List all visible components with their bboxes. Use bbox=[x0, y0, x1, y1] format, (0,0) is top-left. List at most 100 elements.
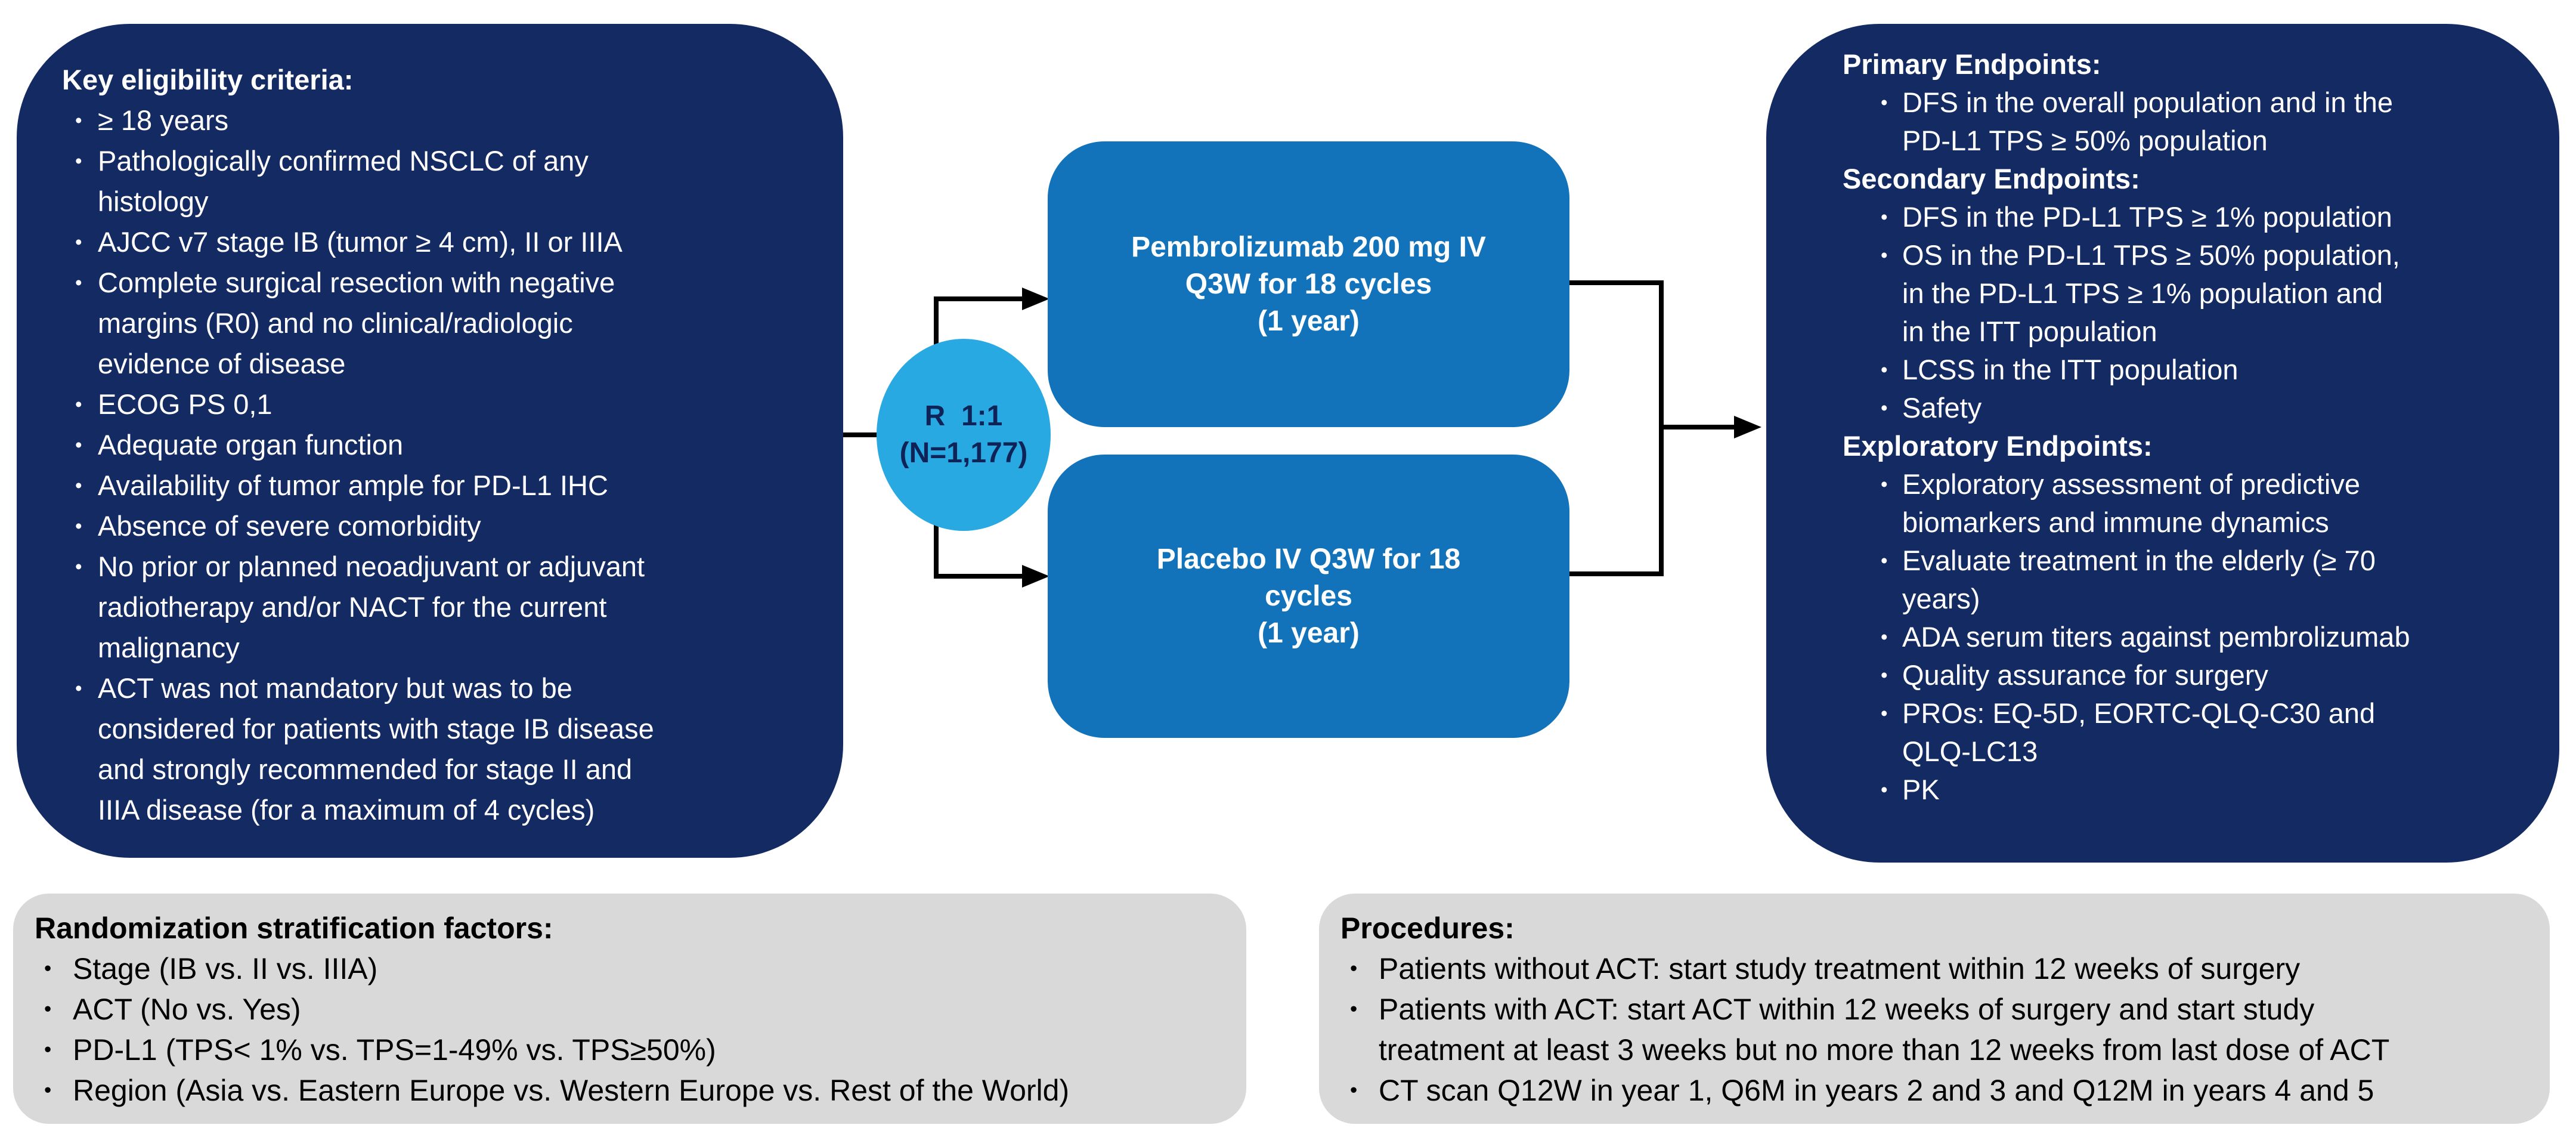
list-item-text: Absence of severe comorbidity bbox=[98, 510, 481, 542]
list-item: • OS in the PD-L1 TPS ≥ 50% population, i… bbox=[1881, 236, 2541, 351]
bullet-icon: • bbox=[75, 393, 82, 415]
list-item-text: No prior or planned neoadjuvant or adjuv… bbox=[98, 551, 645, 663]
list-item-text: Evaluate treatment in the elderly (≥ 70 … bbox=[1902, 545, 2376, 614]
list-item-text: Safety bbox=[1902, 392, 1982, 424]
bullet-icon: • bbox=[75, 555, 82, 577]
list-item-text: ≥ 18 years bbox=[98, 104, 229, 136]
list-item-text: Patients with ACT: start ACT within 12 w… bbox=[1379, 993, 2390, 1067]
list-item: • Pathologically confirmed NSCLC of any h… bbox=[75, 141, 819, 222]
list-item: • Quality assurance for surgery bbox=[1881, 656, 2541, 694]
list-item-text: ACT (No vs. Yes) bbox=[73, 993, 301, 1026]
list-item: • ACT (No vs. Yes) bbox=[44, 989, 1228, 1030]
bullet-icon: • bbox=[75, 434, 82, 456]
arm-placebo-label: Placebo IV Q3W for 18 cycles (1 year) bbox=[1156, 543, 1461, 649]
list-item: •PD-L1 (TPS< 1% vs. TPS=1-49% vs. TPS≥50… bbox=[44, 1030, 1228, 1070]
arm-pembrolizumab-label: Pembrolizumab 200 mg IV Q3W for 18 cycle… bbox=[1131, 231, 1486, 337]
list-item-text: Quality assurance for surgery bbox=[1902, 659, 2268, 691]
bullet-icon: • bbox=[44, 957, 52, 980]
randomization-circle: R 1:1 (N=1,177) bbox=[877, 339, 1051, 531]
list-item: •≥ 18 years bbox=[75, 100, 819, 141]
section-header: Primary Endpoints: bbox=[1843, 48, 2101, 80]
list-item: • Safety bbox=[1881, 389, 2541, 427]
procedures-box: Procedures: •Patients without ACT: start… bbox=[1319, 894, 2550, 1124]
stratification-list: •Stage (IB vs. II vs. IIIA)•ACT (No vs. … bbox=[35, 948, 1228, 1111]
list-item: • Region (Asia vs. Eastern Europe vs. Wes… bbox=[44, 1070, 1228, 1111]
stratification-title: Randomization stratification factors: bbox=[35, 911, 553, 945]
list-item-text: DFS in the PD-L1 TPS ≥ 1% population bbox=[1902, 201, 2392, 233]
list-item-text: Adequate organ function bbox=[98, 429, 404, 461]
list-item: • PROs: EQ-5D, EORTC-QLQ-C30 and QLQ-LC13 bbox=[1881, 694, 2541, 771]
list-item-text: Exploratory assessment of predictive bio… bbox=[1902, 468, 2360, 538]
list-item: • No prior or planned neoadjuvant or adju… bbox=[75, 546, 819, 668]
list-item: •PK bbox=[1881, 771, 2541, 809]
list-item: •Stage (IB vs. II vs. IIIA) bbox=[44, 948, 1228, 989]
connector-line-merge-top bbox=[1567, 280, 1662, 285]
list-item: • AJCC v7 stage IB (tumor ≥ 4 cm), II or … bbox=[75, 222, 819, 262]
list-item-text: ADA serum titers against pembrolizumab bbox=[1902, 621, 2410, 653]
bullet-icon: • bbox=[44, 997, 52, 1021]
list-item: • DFS in the PD-L1 TPS ≥ 1% population bbox=[1881, 198, 2541, 236]
list-item: • Complete surgical resection with negati… bbox=[75, 262, 819, 384]
list-item: •Patients without ACT: start study treat… bbox=[1350, 948, 2532, 989]
connector-line-top-horizontal bbox=[934, 296, 1024, 301]
list-item: • ECOG PS 0,1 bbox=[75, 384, 819, 425]
bullet-icon: • bbox=[75, 677, 82, 699]
list-item-text: Region (Asia vs. Eastern Europe vs. West… bbox=[73, 1074, 1070, 1107]
section-header: Exploratory Endpoints: bbox=[1843, 430, 2153, 462]
bullet-icon: • bbox=[1350, 1079, 1358, 1102]
stratification-factors-box: Randomization stratification factors: •S… bbox=[13, 894, 1246, 1124]
list-item-text: PROs: EQ-5D, EORTC-QLQ-C30 and QLQ-LC13 bbox=[1902, 697, 2376, 767]
list-item: • CT scan Q12W in year 1, Q6M in years 2 … bbox=[1350, 1070, 2532, 1111]
bullet-icon: • bbox=[1881, 244, 1888, 266]
bullet-icon: • bbox=[1881, 397, 1888, 419]
eligibility-title: Key eligibility criteria: bbox=[62, 64, 354, 95]
bullet-icon: • bbox=[1881, 359, 1888, 381]
list-item-text: ECOG PS 0,1 bbox=[98, 388, 273, 420]
bullet-icon: • bbox=[1881, 549, 1888, 571]
connector-line-merge-bottom bbox=[1567, 571, 1662, 576]
procedures-list: •Patients without ACT: start study treat… bbox=[1340, 948, 2532, 1111]
bullet-icon: • bbox=[1881, 473, 1888, 495]
list-item-text: Complete surgical resection with negativ… bbox=[98, 267, 615, 379]
list-item: • ADA serum titers against pembrolizumab bbox=[1881, 618, 2541, 656]
bullet-icon: • bbox=[75, 515, 82, 537]
bullet-icon: • bbox=[44, 1038, 52, 1061]
eligibility-list: •≥ 18 years•Pathologically confirmed NSC… bbox=[62, 100, 819, 830]
bullet-icon: • bbox=[75, 231, 82, 253]
arm-box-pembrolizumab: Pembrolizumab 200 mg IV Q3W for 18 cycle… bbox=[1048, 141, 1569, 427]
list-item-text: OS in the PD-L1 TPS ≥ 50% population, in… bbox=[1902, 239, 2400, 347]
list-item-text: ACT was not mandatory but was to be cons… bbox=[98, 672, 654, 826]
arrowhead-icon-bottom-arm bbox=[1022, 565, 1049, 588]
list-item: • Patients with ACT: start ACT within 12 … bbox=[1350, 989, 2532, 1070]
bullet-icon: • bbox=[1350, 997, 1358, 1021]
bullet-icon: • bbox=[75, 271, 82, 293]
arm-box-placebo: Placebo IV Q3W for 18 cycles (1 year) bbox=[1048, 455, 1569, 738]
list-item: • Absence of severe comorbidity bbox=[75, 506, 819, 546]
list-item-text: PK bbox=[1902, 774, 1940, 805]
connector-line-bottom-horizontal bbox=[934, 574, 1024, 579]
eligibility-criteria-box: Key eligibility criteria: •≥ 18 years•Pa… bbox=[17, 24, 843, 858]
list-item-text: LCSS in the ITT population bbox=[1902, 354, 2238, 385]
list-item-text: CT scan Q12W in year 1, Q6M in years 2 a… bbox=[1379, 1074, 2374, 1107]
list-item: • Exploratory assessment of predictive bi… bbox=[1881, 465, 2541, 542]
list-item-text: DFS in the overall population and in the… bbox=[1902, 86, 2394, 156]
bullet-icon: • bbox=[75, 150, 82, 172]
bullet-icon: • bbox=[1881, 664, 1888, 686]
arrowhead-icon-top-arm bbox=[1022, 288, 1049, 310]
procedures-title: Procedures: bbox=[1340, 911, 1515, 945]
list-item-text: AJCC v7 stage IB (tumor ≥ 4 cm), II or I… bbox=[98, 226, 623, 258]
list-item: • LCSS in the ITT population bbox=[1881, 351, 2541, 389]
endpoints-box: Primary Endpoints: • DFS in the overall po… bbox=[1766, 24, 2559, 863]
list-item: • ACT was not mandatory but was to be con… bbox=[75, 668, 819, 830]
bullet-icon: • bbox=[1881, 702, 1888, 724]
connector-line-to-endpoints bbox=[1661, 425, 1735, 429]
bullet-icon: • bbox=[1881, 91, 1888, 113]
bullet-icon: • bbox=[44, 1079, 52, 1102]
bullet-icon: • bbox=[1881, 626, 1888, 648]
bullet-icon: • bbox=[1881, 206, 1888, 228]
connector-line-left-stub bbox=[838, 432, 880, 437]
list-item-text: Pathologically confirmed NSCLC of any hi… bbox=[98, 145, 589, 217]
list-item: • DFS in the overall population and in th… bbox=[1881, 84, 2541, 160]
list-item: • Adequate organ function bbox=[75, 425, 819, 465]
